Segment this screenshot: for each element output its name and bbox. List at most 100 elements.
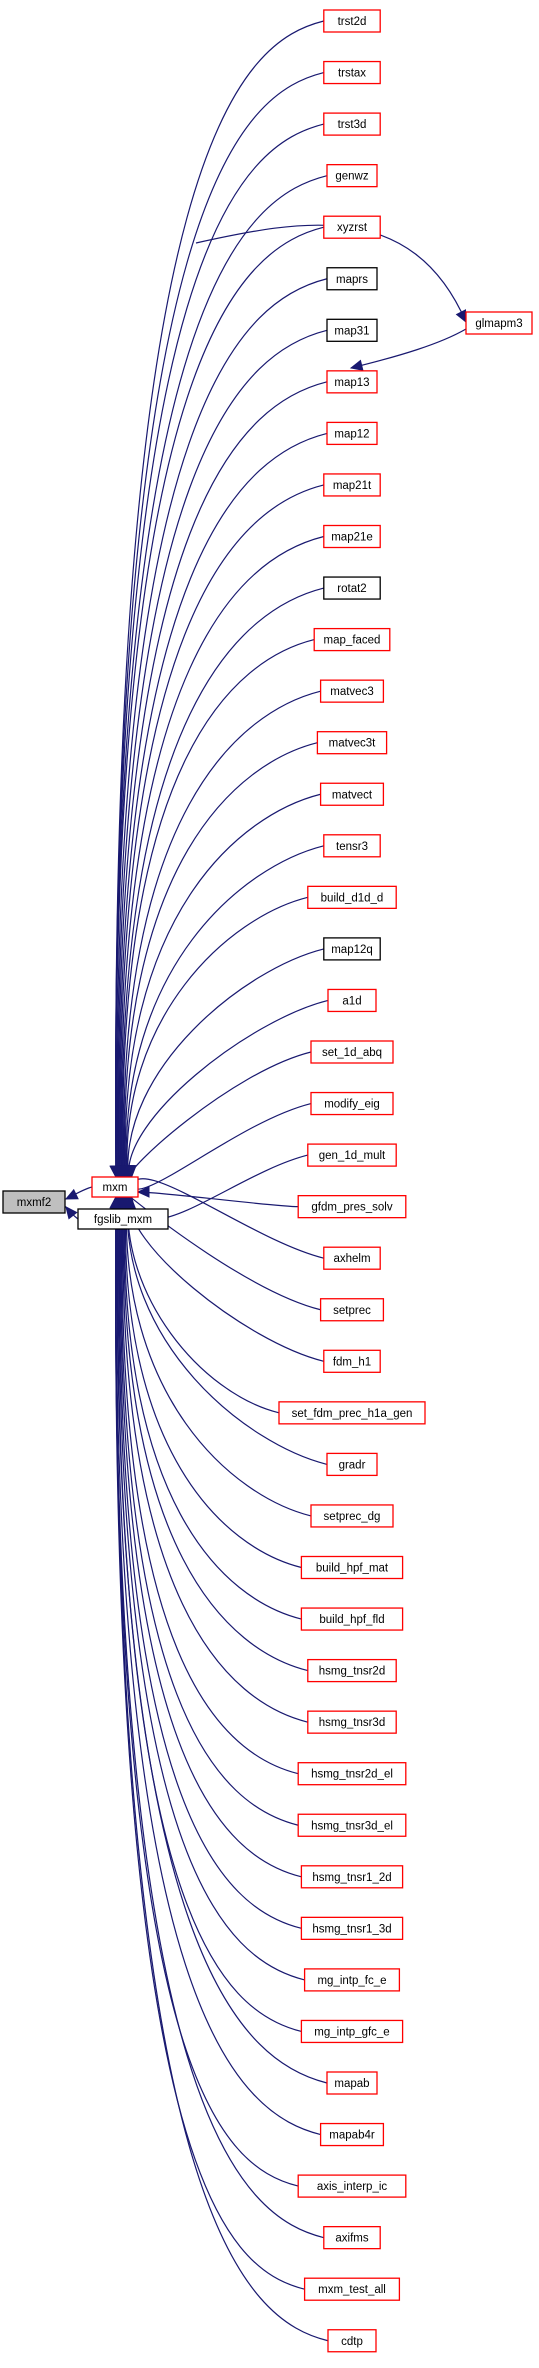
node-build-d1d-d[interactable]: build_d1d_d — [307, 885, 397, 909]
edge-line — [119, 484, 324, 1178]
edge-line — [124, 1196, 302, 1569]
edge-line — [122, 690, 321, 1178]
node-label: hsmg_tnsr2d_el — [311, 1769, 393, 1781]
node-gradr[interactable]: gradr — [326, 1452, 378, 1477]
edge-line — [116, 329, 328, 1178]
node-hsmg-tnsr2d[interactable]: hsmg_tnsr2d — [307, 1658, 397, 1683]
edge-line — [121, 587, 324, 1178]
node-maprs[interactable]: maprs — [326, 267, 378, 291]
node-label: matvec3t — [329, 738, 376, 750]
call-edge — [110, 1195, 328, 2084]
call-edge — [136, 1186, 299, 1208]
node-label: build_hpf_mat — [316, 1563, 389, 1575]
node-trst2d[interactable]: trst2d — [323, 9, 381, 33]
node-axhelm[interactable]: axhelm — [323, 1246, 381, 1270]
node-mg-intp-gfc-e[interactable]: mg_intp_gfc_e — [300, 2019, 404, 2044]
node-map21t[interactable]: map21t — [323, 473, 381, 497]
node-mxmf2[interactable]: mxmf2 — [2, 1190, 66, 1214]
edge-line — [137, 1191, 299, 1208]
edge-line — [122, 639, 315, 1178]
node-label: trst3d — [338, 119, 367, 131]
node-label: build_d1d_d — [321, 892, 384, 904]
edge-line — [115, 1196, 329, 2342]
node-gfdm-pres-solv[interactable]: gfdm_pres_solv — [297, 1195, 407, 1219]
node-label: mapab — [334, 2078, 369, 2090]
node-glmapm3[interactable]: glmapm3 — [465, 311, 533, 335]
node-hsmg-tnsr2d-el[interactable]: hsmg_tnsr2d_el — [297, 1762, 407, 1786]
node-label: gfdm_pres_solv — [311, 1202, 392, 1214]
node-trstax[interactable]: trstax — [323, 60, 381, 85]
node-xyzrst[interactable]: xyzrst — [323, 215, 381, 239]
node-label: map21e — [331, 532, 373, 544]
node-matvec3[interactable]: matvec3 — [319, 679, 385, 703]
node-label: mg_intp_gfc_e — [314, 2026, 389, 2038]
node-label: tensr3 — [336, 841, 368, 853]
edge-line — [126, 896, 308, 1178]
node-setprec-dg[interactable]: setprec_dg — [310, 1504, 394, 1528]
node-hsmg-tnsr3d-el[interactable]: hsmg_tnsr3d_el — [297, 1813, 407, 1837]
node-map-faced[interactable]: map_faced — [313, 627, 391, 652]
node-set-fdm-prec-h1a-gen[interactable]: set_fdm_prec_h1a_gen — [278, 1401, 426, 1425]
node-fdm-h1[interactable]: fdm_h1 — [323, 1349, 381, 1373]
call-edge — [65, 1206, 79, 1220]
node-label: map_faced — [324, 635, 381, 647]
node-set-1d-abq[interactable]: set_1d_abq — [310, 1040, 394, 1064]
node-matvec3t[interactable]: matvec3t — [316, 731, 388, 755]
edge-arrowhead — [64, 1188, 79, 1200]
edge-arrowhead — [136, 1186, 150, 1198]
node-mxm[interactable]: mxm — [91, 1176, 139, 1198]
node-label: fgslib_mxm — [94, 1214, 152, 1226]
node-map13[interactable]: map13 — [326, 370, 378, 394]
node-hsmg-tnsr1-3d[interactable]: hsmg_tnsr1_3d — [300, 1916, 404, 1940]
node-setprec[interactable]: setprec — [319, 1298, 385, 1322]
call-edge — [121, 948, 324, 1179]
edge-line — [115, 1196, 324, 2239]
node-gen-1d-mult[interactable]: gen_1d_mult — [307, 1143, 397, 1167]
node-build-hpf-fld[interactable]: build_hpf_fld — [300, 1607, 404, 1631]
node-mxm-test-all[interactable]: mxm_test_all — [303, 2277, 401, 2301]
node-mapab4r[interactable]: mapab4r — [319, 2122, 385, 2147]
node-label: mg_intp_fc_e — [317, 1975, 386, 1987]
call-edge — [115, 1195, 299, 1826]
call-edge — [109, 226, 324, 1179]
node-hsmg-tnsr1-2d[interactable]: hsmg_tnsr1_2d — [300, 1865, 404, 1889]
node-tensr3[interactable]: tensr3 — [323, 834, 381, 858]
edge-line — [122, 1196, 308, 1723]
edge-line — [115, 1196, 305, 2290]
node-fgslib-mxm[interactable]: fgslib_mxm — [77, 1208, 169, 1230]
node-map12[interactable]: map12 — [326, 421, 378, 446]
node-label: set_1d_abq — [322, 1047, 382, 1059]
node-trst3d[interactable]: trst3d — [323, 112, 381, 136]
node-label: gen_1d_mult — [319, 1150, 386, 1162]
node-hsmg-tnsr3d[interactable]: hsmg_tnsr3d — [307, 1710, 397, 1734]
node-matvect[interactable]: matvect — [319, 782, 385, 806]
node-cdtp[interactable]: cdtp — [327, 2329, 377, 2353]
edge-line — [129, 1051, 312, 1178]
node-map12q[interactable]: map12q — [323, 937, 381, 961]
node-label: set_fdm_prec_h1a_gen — [292, 1408, 413, 1420]
node-mapab[interactable]: mapab — [326, 2071, 378, 2095]
node-modify-eig[interactable]: modify_eig — [310, 1091, 394, 1116]
node-map21e[interactable]: map21e — [323, 524, 381, 549]
node-label: map31 — [334, 325, 369, 337]
node-genwz[interactable]: genwz — [326, 163, 378, 188]
edge-line — [129, 1196, 321, 1311]
node-mg-intp-fc-e[interactable]: mg_intp_fc_e — [303, 1968, 401, 1992]
node-rotat2[interactable]: rotat2 — [323, 576, 381, 600]
call-edge — [112, 1195, 305, 1981]
node-label: mxmf2 — [17, 1197, 52, 1209]
edge-line — [120, 1196, 299, 1826]
node-axis-interp-ic[interactable]: axis_interp_ic — [297, 2174, 407, 2198]
edge-line — [115, 1196, 321, 2136]
node-build-hpf-mat[interactable]: build_hpf_mat — [300, 1555, 404, 1580]
node-label: map13 — [334, 377, 369, 389]
node-label: setprec — [333, 1305, 371, 1317]
node-a1d[interactable]: a1d — [327, 988, 377, 1013]
call-edge — [116, 639, 315, 1179]
edge-arrowhead — [455, 309, 467, 324]
node-map31[interactable]: map31 — [326, 318, 378, 342]
graph-edges — [64, 20, 467, 2342]
node-axifms[interactable]: axifms — [323, 2225, 381, 2250]
edge-line — [114, 1196, 299, 2187]
graph-nodes: mxmf2 mxm fgslib_mxm glmapm3 trst2d trsta… — [2, 9, 533, 2353]
